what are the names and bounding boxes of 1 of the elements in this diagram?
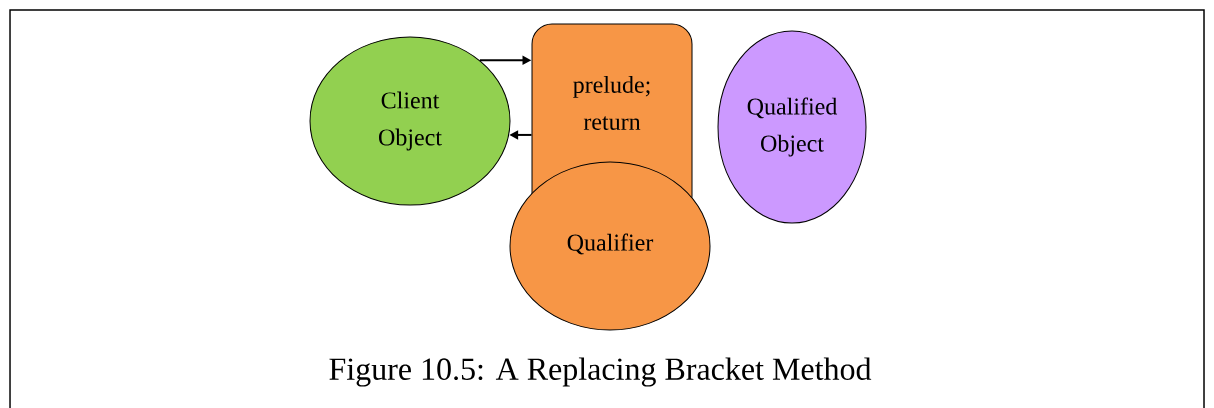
caption: Figure 10.5: A Replacing Bracket Method: [329, 357, 872, 387]
